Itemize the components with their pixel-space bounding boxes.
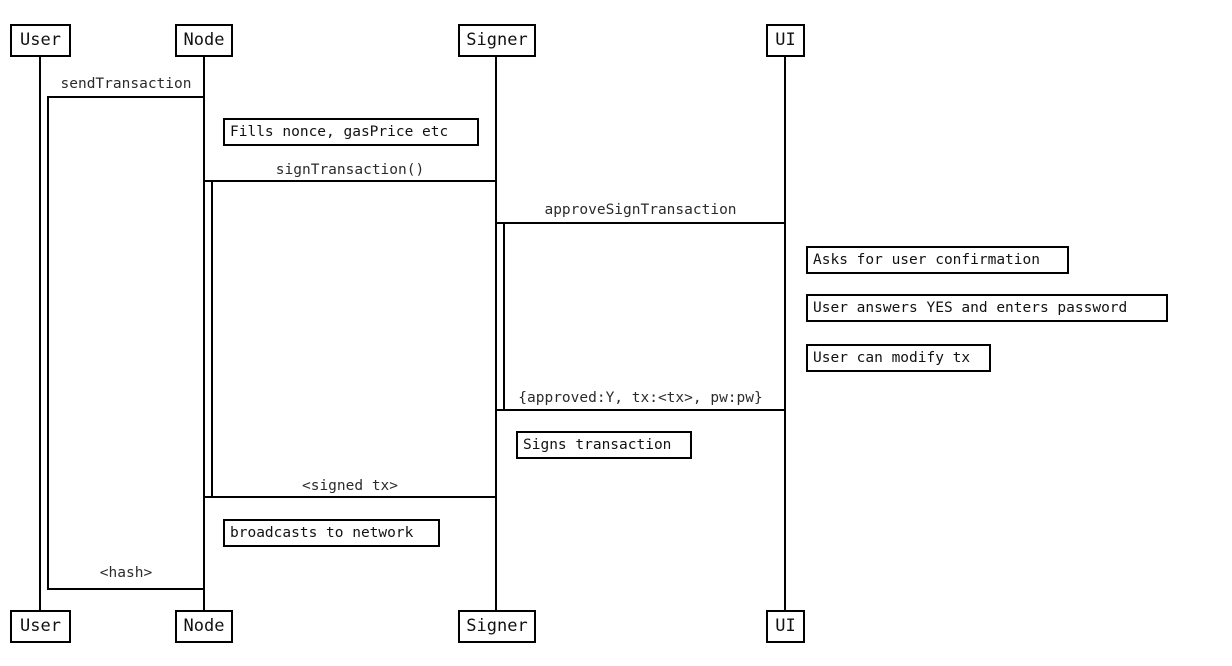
message-label-send-transaction: sendTransaction <box>60 76 192 92</box>
message-label-sign-transaction: signTransaction() <box>275 162 425 178</box>
note-text-broadcasts-to-network: broadcasts to network <box>230 524 414 541</box>
participant-label-signer-bottom: Signer <box>466 616 528 636</box>
participant-box-user-bottom[interactable]: User <box>10 610 71 643</box>
participant-label-node-bottom: Node <box>183 616 225 636</box>
note-text-signs-transaction: Signs transaction <box>523 436 672 453</box>
participant-box-user-top[interactable]: User <box>10 24 71 57</box>
note-text-fills-nonce: Fills nonce, gasPrice etc <box>230 123 449 140</box>
message-label-approve-sign-transaction: approveSignTransaction <box>544 202 737 218</box>
participant-box-ui-bottom[interactable]: UI <box>766 610 805 643</box>
message-line-approval-payload <box>495 409 786 411</box>
participant-box-signer-bottom[interactable]: Signer <box>458 610 536 643</box>
participant-label-node-top: Node <box>183 30 225 50</box>
message-line-sign-transaction <box>203 180 497 182</box>
note-text-user-answers-yes: User answers YES and enters password <box>813 299 1128 316</box>
note-user-can-modify-tx: User can modify tx <box>806 344 991 372</box>
message-label-hash: <hash> <box>99 565 153 581</box>
activation-signer-outer <box>495 180 497 496</box>
note-user-answers-yes: User answers YES and enters password <box>806 294 1168 322</box>
participant-box-node-bottom[interactable]: Node <box>175 610 233 643</box>
note-fills-nonce: Fills nonce, gasPrice etc <box>223 118 479 146</box>
activation-node-inner <box>211 180 213 496</box>
activation-ui <box>784 222 786 409</box>
message-label-signed-tx: <signed tx> <box>301 478 399 494</box>
participant-box-ui-top[interactable]: UI <box>766 24 805 57</box>
participant-label-user-top: User <box>20 30 61 50</box>
note-text-user-can-modify-tx: User can modify tx <box>813 349 971 366</box>
participant-label-signer-top: Signer <box>466 30 528 50</box>
participant-label-ui-bottom: UI <box>775 616 796 636</box>
participant-label-user-bottom: User <box>20 616 61 636</box>
message-line-hash <box>47 588 205 590</box>
participant-box-node-top[interactable]: Node <box>175 24 233 57</box>
message-line-signed-tx <box>203 496 497 498</box>
message-line-send-transaction <box>47 96 205 98</box>
message-line-approve-sign-transaction <box>495 222 786 224</box>
lifeline-user <box>39 57 41 610</box>
activation-node-outer <box>203 96 205 588</box>
note-broadcasts-to-network: broadcasts to network <box>223 519 440 547</box>
activation-signer-inner <box>503 222 505 409</box>
activation-user <box>47 96 49 588</box>
participant-label-ui-top: UI <box>775 30 796 50</box>
note-signs-transaction: Signs transaction <box>516 431 692 459</box>
note-text-asks-confirmation: Asks for user confirmation <box>813 251 1040 268</box>
note-asks-confirmation: Asks for user confirmation <box>806 246 1069 274</box>
participant-box-signer-top[interactable]: Signer <box>458 24 536 57</box>
message-label-approval-payload: {approved:Y, tx:<tx>, pw:pw} <box>518 390 763 406</box>
